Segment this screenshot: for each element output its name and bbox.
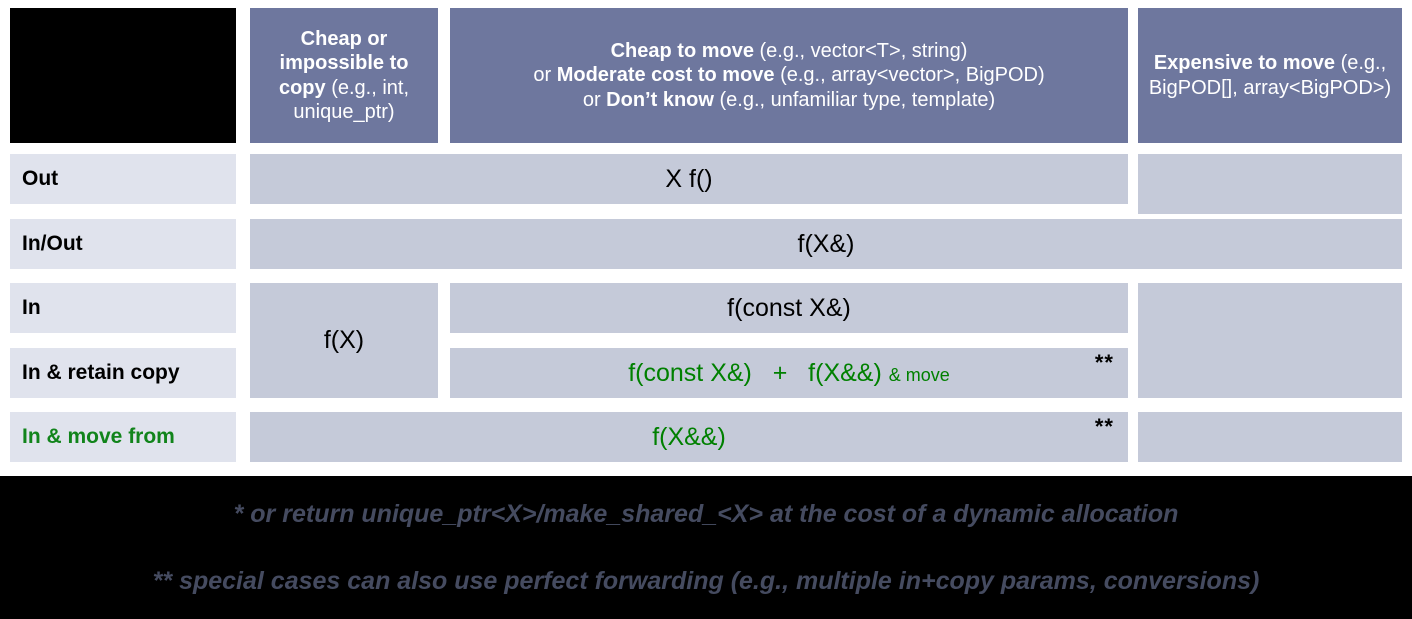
guidelines-table: Cheap or impossible to copy (e.g., int, …: [0, 0, 1412, 476]
column-header-expensive-examples: (e.g., BigPOD[], array<BigPOD>): [1148, 52, 1392, 99]
row-label-out: Out: [10, 154, 236, 204]
column-header-move-line2-rest: (e.g., array<vector>, BigPOD): [774, 64, 1045, 87]
row-label-in-and-retain-copy: In & retain copy: [10, 348, 236, 398]
cell-in-cheap-signature-text: f(X): [323, 326, 365, 354]
row-label-in-out-text: In/Out: [22, 232, 83, 255]
column-header-move-line3-prefix: or: [582, 88, 607, 111]
column-header-move-line1-rest: (e.g., vector<T>, string): [753, 39, 968, 62]
cell-retain-copy-plus: +: [772, 358, 788, 387]
cell-move-from-signature: f(X&&) **: [250, 412, 1128, 462]
column-header-cheap-to-move: Cheap to move (e.g., vector<T>, string) …: [450, 8, 1128, 143]
cell-retain-copy-suffix: & move: [888, 364, 950, 385]
row-label-in-and-move-from-text: In & move from: [22, 425, 175, 448]
footnote-double-asterisk: ** special cases can also use perfect fo…: [152, 567, 1260, 595]
footnote-marker-retain-copy: **: [1094, 350, 1114, 375]
cell-retain-copy-part2: f(X&&): [808, 358, 882, 387]
cell-retain-copy-signature: f(const X&) + f(X&&) & move **: [450, 348, 1128, 398]
cell-retain-copy-expression: f(const X&) + f(X&&) & move: [628, 359, 950, 388]
cell-move-from-signature-text: f(X&&): [652, 422, 726, 451]
column-header-move-line3-strong: Don’t know: [606, 88, 714, 111]
cell-inout-signature-text: f(X&): [797, 229, 855, 258]
cell-inout-signature: f(X&): [250, 219, 1402, 269]
column-header-move-line2-prefix: or: [533, 64, 557, 87]
footnotes-panel: * or return unique_ptr<X>/make_shared_<X…: [0, 476, 1412, 619]
column-header-cheap-strong: Cheap or impossible to copy: [278, 27, 409, 99]
row-label-in-and-retain-copy-text: In & retain copy: [22, 361, 180, 384]
column-header-move-line1: Cheap to move (e.g., vector<T>, string): [533, 39, 1044, 63]
row-label-in-text: In: [22, 296, 41, 319]
footnote-marker-move-from: **: [1094, 414, 1114, 439]
row-label-in-out: In/Out: [10, 219, 236, 269]
cell-in-signature-text: f(const X&): [727, 293, 851, 322]
cell-retain-copy-part1: f(const X&): [628, 358, 752, 387]
footnote-single-asterisk: * or return unique_ptr<X>/make_shared_<X…: [233, 500, 1179, 528]
row-label-in-and-move-from: In & move from: [10, 412, 236, 462]
cell-out-expensive-empty: [1138, 154, 1402, 214]
cell-out-signature: X f(): [250, 154, 1128, 204]
row-label-out-text: Out: [22, 167, 59, 190]
column-header-cheap-examples: (e.g., int, unique_ptr): [293, 76, 410, 123]
column-header-move-line3: or Don’t know (e.g., unfamiliar type, te…: [533, 88, 1044, 112]
cell-in-cheap-signature: f(X): [250, 283, 438, 398]
cell-out-signature-text: X f(): [665, 164, 713, 193]
cell-in-signature: f(const X&): [450, 283, 1128, 333]
cell-move-from-expensive-empty: [1138, 412, 1402, 462]
column-header-move-line1-strong: Cheap to move: [610, 39, 754, 62]
table-corner-cell: [10, 8, 236, 143]
column-header-move-line2-strong: Moderate cost to move: [556, 64, 775, 87]
column-header-expensive-to-move: Expensive to move (e.g., BigPOD[], array…: [1138, 8, 1402, 143]
column-header-cheap-or-impossible-to-copy: Cheap or impossible to copy (e.g., int, …: [250, 8, 438, 143]
row-label-in: In: [10, 283, 236, 333]
cell-in-expensive-empty: [1138, 283, 1402, 398]
column-header-move-line2: or Moderate cost to move (e.g., array<ve…: [533, 63, 1044, 87]
column-header-move-line3-rest: (e.g., unfamiliar type, template): [713, 88, 996, 111]
column-header-expensive-strong: Expensive to move: [1153, 52, 1336, 75]
